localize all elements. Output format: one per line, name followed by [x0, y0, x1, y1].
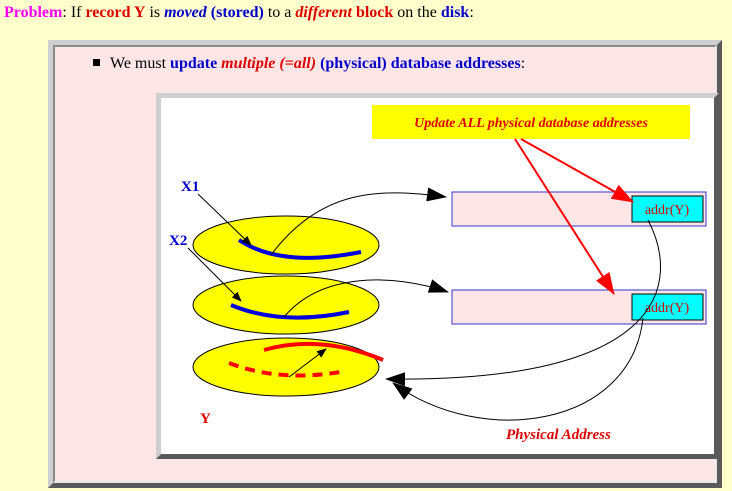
- update-term: update: [170, 55, 218, 72]
- multiple-term: multiple (=all): [221, 55, 317, 72]
- x2-pointer-arrow: [187, 247, 242, 302]
- label-x1: X1: [181, 179, 199, 195]
- record-x2: [230, 303, 350, 320]
- record-y-term: record Y: [85, 4, 146, 21]
- record-y-old: [228, 361, 347, 378]
- record-y-new: [263, 341, 384, 362]
- diagram-figure: Update ALL physical database addresses X…: [156, 93, 719, 459]
- bullet-item: We must update multiple (=all) (physical…: [93, 55, 525, 73]
- label-x2: X2: [169, 233, 187, 249]
- x1-to-address-arrow: [270, 187, 447, 256]
- label-y: Y: [200, 411, 211, 427]
- addr-cell-1: [631, 195, 704, 223]
- addr-text-1: addr(Y): [645, 203, 690, 218]
- block-ellipse-2: [192, 275, 380, 335]
- record-move-arrow: [288, 348, 327, 378]
- stored-term: (stored): [210, 4, 264, 21]
- different-term: different: [295, 4, 352, 21]
- addr-text-2: addr(Y): [645, 301, 690, 316]
- x1-pointer-arrow: [197, 193, 252, 246]
- addr2-to-y-pointer: [392, 317, 644, 421]
- block-term: block: [355, 4, 394, 21]
- block-ellipse-1: [192, 215, 380, 275]
- addr-cell-2: [631, 293, 704, 321]
- diagram-svg: Update ALL physical database addresses X…: [169, 105, 707, 443]
- bullet-square-icon: [93, 58, 100, 66]
- callout-arrow-1: [520, 138, 634, 203]
- problem-label: Problem: [4, 4, 63, 21]
- moved-term: moved: [164, 4, 207, 21]
- physical-address-label: Physical Address: [506, 427, 611, 443]
- disk-term: disk: [440, 4, 470, 21]
- addr1-to-y-pointer: [385, 219, 662, 387]
- block-ellipse-3: [192, 337, 380, 397]
- physical-addresses-term: (physical) database addresses: [320, 55, 521, 72]
- problem-statement: Problem: If record Y is moved (stored) t…: [4, 4, 474, 21]
- callout-arrow-2: [514, 138, 615, 295]
- x2-to-address-arrow: [283, 279, 449, 318]
- callout-box: [372, 105, 690, 139]
- callout-text: Update ALL physical database addresses: [414, 116, 648, 131]
